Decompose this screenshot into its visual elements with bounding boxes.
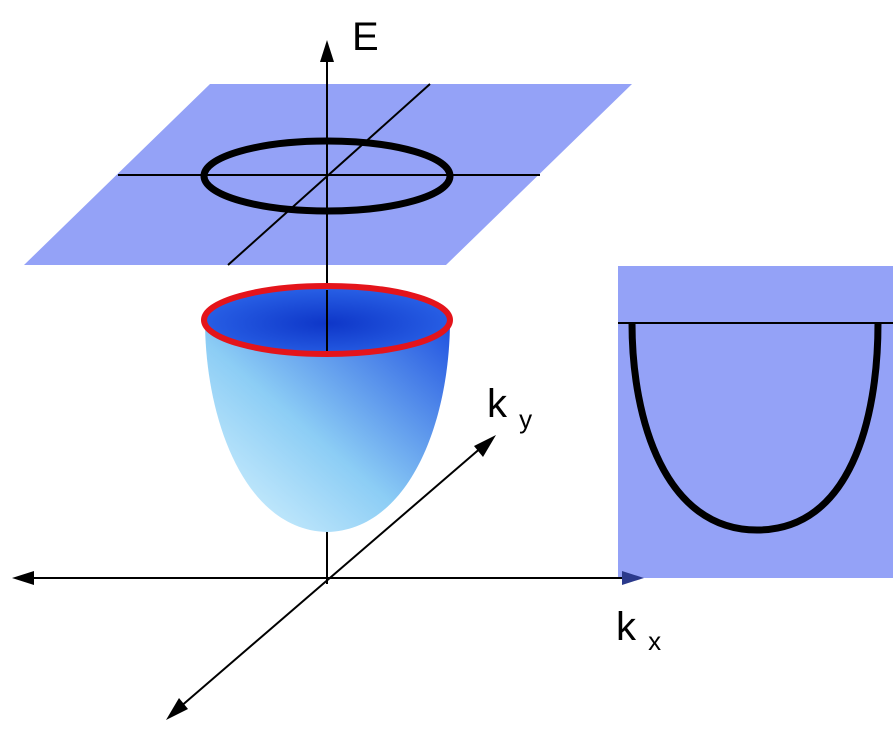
kx-axis-right-arrowhead bbox=[622, 571, 644, 585]
kx-axis-label-sub: x bbox=[648, 626, 661, 656]
energy-axis-arrowhead bbox=[320, 40, 334, 62]
ky-axis-lower-arrowhead bbox=[166, 698, 188, 720]
paraboloid-outer bbox=[205, 320, 450, 532]
energy-axis-label: E bbox=[352, 15, 379, 59]
ky-axis-upper-arrowhead bbox=[474, 435, 496, 457]
ky-axis-label-sub: y bbox=[519, 404, 532, 434]
ky-axis bbox=[171, 439, 491, 715]
cross-section-panel bbox=[618, 266, 893, 578]
cross-section-parabola bbox=[628, 322, 882, 534]
paraboloid-rim bbox=[201, 283, 453, 357]
plane-ky-line bbox=[227, 83, 431, 266]
kx-axis-left-arrowhead bbox=[12, 571, 34, 585]
kx-axis-label-main: k bbox=[616, 605, 637, 649]
ky-axis-label: k y bbox=[487, 382, 532, 434]
ky-axis-label-main: k bbox=[487, 382, 508, 426]
kx-axis-label: k x bbox=[616, 605, 661, 656]
